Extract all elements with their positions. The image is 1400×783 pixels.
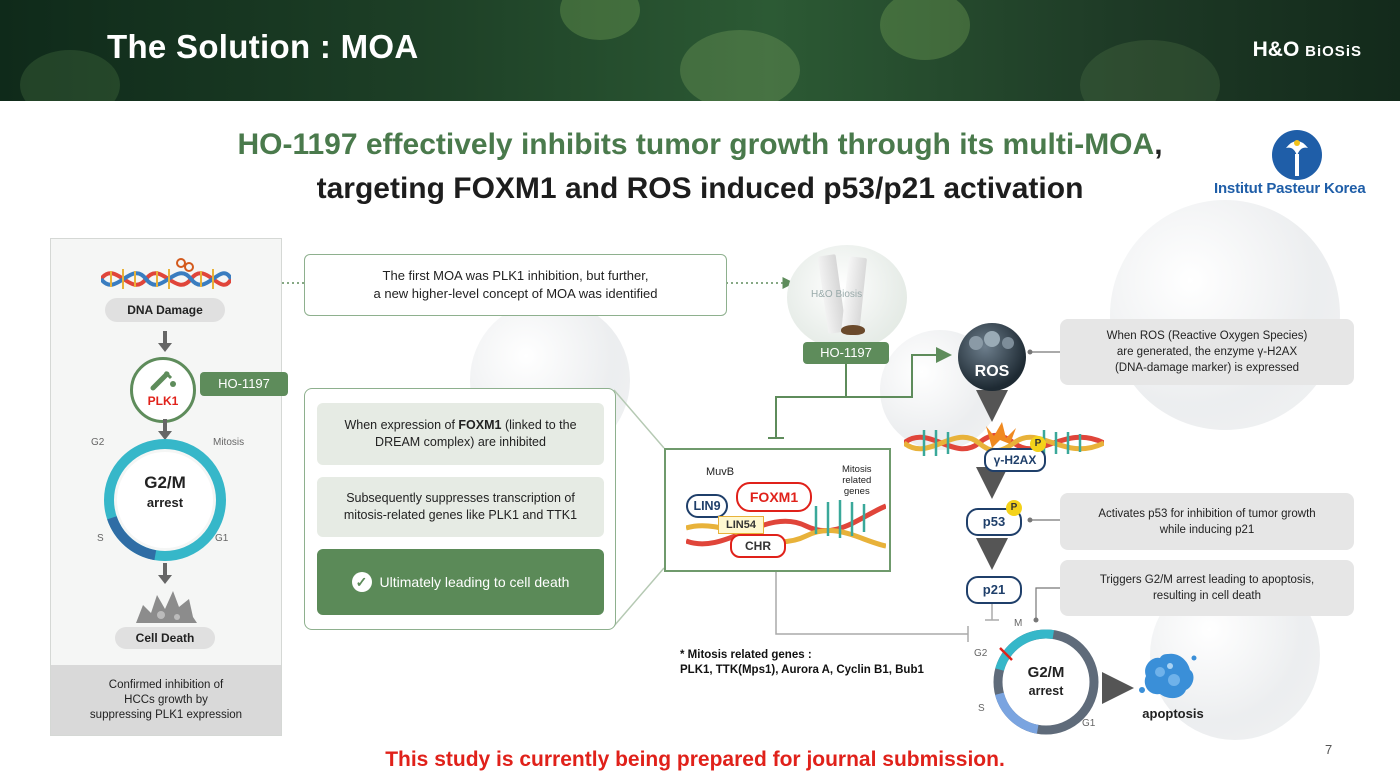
mechanism-steps-panel: When expression of FOXM1 (linked to the …	[304, 388, 616, 630]
headline-line2: targeting FOXM1 and ROS induced p53/p21 …	[316, 172, 1084, 205]
note-p21: Triggers G2/M arrest leading to apoptosi…	[1060, 560, 1354, 616]
phase-s-label: S	[978, 703, 985, 714]
phase-g2-label: G2	[974, 648, 988, 659]
dead-cell-icon	[136, 591, 197, 623]
arrow-down-icon	[158, 419, 172, 440]
plk1-node: PLK1	[130, 357, 196, 423]
mitosis-genes-footnote: * Mitosis related genes :PLK1, TTK(Mps1)…	[680, 649, 924, 676]
arrest-subtitle-right: arrest	[1028, 684, 1064, 698]
product-image: H&O Biosis	[787, 245, 907, 350]
dna-damage-label: DNA Damage	[105, 298, 225, 322]
note-ros: When ROS (Reactive Oxygen Species)are ge…	[1060, 319, 1354, 385]
left-panel: DNA Damage PLK1 G2/M arrest G2 Mitosis S…	[50, 238, 282, 736]
arrow-down-icon	[158, 563, 172, 584]
arrest-title-right: G2/M	[1027, 664, 1065, 681]
submission-note: This study is currently being prepared f…	[385, 748, 1005, 771]
ros-node: ROS	[958, 323, 1026, 391]
page-title: The Solution : MOA	[107, 28, 419, 65]
pipette-icon	[150, 370, 176, 391]
header-banner: The Solution : MOA H&O BiOSiS	[0, 0, 1400, 101]
chr-node: CHR	[730, 534, 786, 558]
headline-line1: HO-1197 effectively inhibits tumor growt…	[237, 128, 1163, 161]
step-transcription: Subsequently suppresses transcription of…	[317, 477, 604, 537]
arrest-subtitle: arrest	[146, 495, 184, 510]
cell-cycle-ring	[993, 629, 1099, 735]
page-number: 7	[1325, 742, 1333, 757]
cell-cycle-ring	[104, 439, 226, 561]
step-cell-death: ✓Ultimately leading to cell death	[317, 549, 604, 615]
muvb-label: MuvB	[706, 466, 735, 478]
note-p53: Activates p53 for inhibition of tumor gr…	[1060, 493, 1354, 550]
phase-g1-label: G1	[1082, 718, 1096, 729]
apoptosis-label: apoptosis	[1142, 706, 1204, 721]
phospho-badge-icon: P	[1006, 500, 1022, 516]
ros-label: ROS	[974, 363, 1010, 380]
phase-m-label: M	[1014, 618, 1023, 629]
background-bubble	[1110, 200, 1340, 430]
foxm1-node: FOXM1	[736, 482, 812, 512]
lin54-node: LIN54	[718, 516, 764, 534]
arrow-down-icon	[158, 331, 172, 352]
h2ax-node: γ-H2AX	[984, 448, 1046, 472]
product-powder	[841, 325, 865, 335]
left-panel-footer: Confirmed inhibition of HCCs growth by s…	[51, 665, 281, 735]
ho-1197-label: HO-1197	[200, 372, 288, 396]
apoptotic-cell-icon	[1139, 653, 1197, 699]
partner-name: Institut Pasteur Korea	[1214, 180, 1366, 197]
arrest-title: G2/M	[144, 473, 186, 492]
product-watermark: H&O Biosis	[811, 289, 863, 300]
step-foxm1: When expression of FOXM1 (linked to the …	[317, 403, 604, 465]
phase-g1-label: G1	[215, 533, 229, 544]
institut-pasteur-logo-icon	[1272, 130, 1322, 180]
moa-note-box: The first MOA was PLK1 inhibition, but f…	[304, 254, 727, 316]
ros-bubbles-icon	[969, 331, 1014, 350]
phospho-badge-icon: P	[1030, 436, 1046, 452]
dna-scissors-icon	[101, 258, 231, 289]
phase-s-label: S	[97, 533, 104, 544]
phase-g2-label: G2	[91, 437, 105, 448]
ho-1197-product-label: HO-1197	[803, 342, 889, 364]
p21-node: p21	[966, 576, 1022, 604]
check-icon: ✓	[351, 572, 372, 592]
plk1-label: PLK1	[147, 394, 179, 408]
cell-death-label: Cell Death	[115, 627, 215, 649]
lin9-node: LIN9	[686, 494, 728, 518]
phase-mitosis-label: Mitosis	[213, 437, 245, 448]
brand-logo: H&O BiOSiS	[1252, 38, 1362, 61]
